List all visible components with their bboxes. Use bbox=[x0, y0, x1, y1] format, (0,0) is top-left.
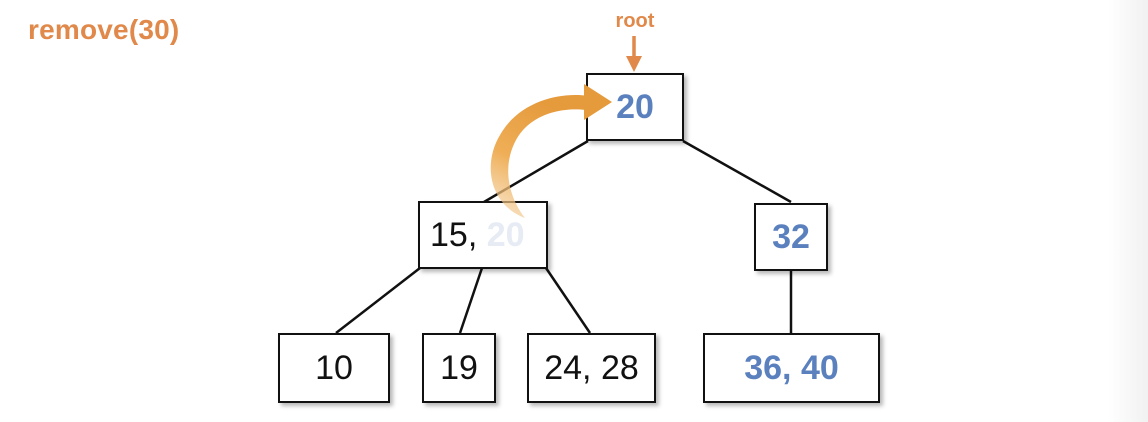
operation-title: remove(30) bbox=[28, 14, 180, 45]
edge-root-right bbox=[682, 139, 792, 204]
leaf-node-24-28-keys: 24, 28 bbox=[544, 348, 639, 387]
leaf-node-10: 10 bbox=[278, 333, 390, 403]
leaf-node-19: 19 bbox=[422, 333, 496, 403]
edge-left-leaf3 bbox=[544, 267, 592, 334]
internal-node-right: 32 bbox=[754, 203, 828, 271]
edge-root-left bbox=[483, 139, 589, 204]
leaf-node-19-keys: 19 bbox=[440, 348, 478, 387]
root-node-keys: 20 bbox=[616, 87, 654, 126]
internal-node-left-keys: 15, bbox=[430, 215, 487, 254]
ghost-key-20: 20 bbox=[486, 215, 525, 254]
root-label: root bbox=[615, 10, 655, 32]
leaf-node-36-40-keys: 36, 40 bbox=[744, 348, 839, 387]
leaf-node-10-keys: 10 bbox=[315, 348, 353, 387]
root-node: 20 bbox=[586, 73, 684, 141]
leaf-node-24-28: 24, 28 bbox=[527, 333, 656, 403]
internal-node-left: 15, 20 bbox=[418, 201, 548, 269]
edge-shading bbox=[1108, 0, 1148, 422]
edge-left-leaf2 bbox=[458, 267, 484, 334]
edge-left-leaf1 bbox=[335, 267, 421, 334]
internal-node-right-keys: 32 bbox=[772, 217, 810, 256]
leaf-node-36-40: 36, 40 bbox=[703, 333, 880, 403]
